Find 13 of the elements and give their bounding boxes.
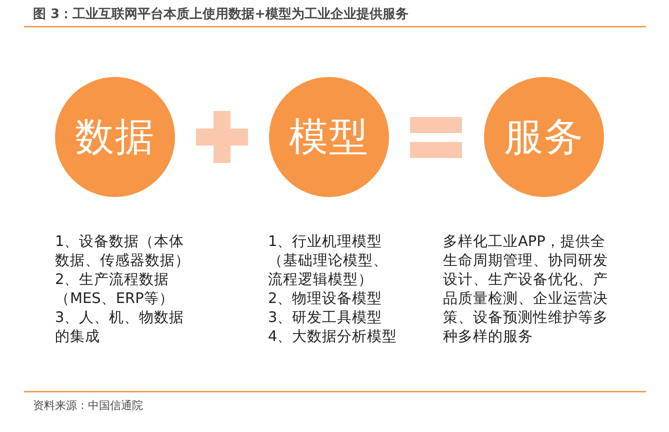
list-item: 3、人、机、物数据的集成 (55, 309, 186, 347)
diagram-title: 图 3：工业互联网平台本质上使用数据+模型为工业企业提供服务 (33, 6, 408, 23)
list-item: 2、物理设备模型 (268, 290, 384, 309)
concept-circle: 模型 (269, 77, 389, 197)
list-item: 2、生产流程数据（MES、ERP等） (55, 271, 175, 309)
list-item: 1、行业机理模型（基础理论模型、流程逻辑模型） (268, 233, 389, 290)
source-note: 资料来源：中国信通院 (33, 398, 143, 413)
description-text: 多样化工业APP，提供全生命周期管理、协同研发设计、生产设备优化、产品质量检测、企业运营决策、设备预测性维护等多种多样的服务 (443, 233, 609, 347)
list-item: 1、设备数据（本体数据、传感器数据） (55, 233, 191, 271)
list-item: 4、大数据分析模型 (268, 328, 398, 347)
list-item: 3、研发工具模型 (268, 309, 384, 328)
concept-circle: 数据 (55, 77, 175, 197)
concept-circle: 服务 (484, 77, 604, 197)
